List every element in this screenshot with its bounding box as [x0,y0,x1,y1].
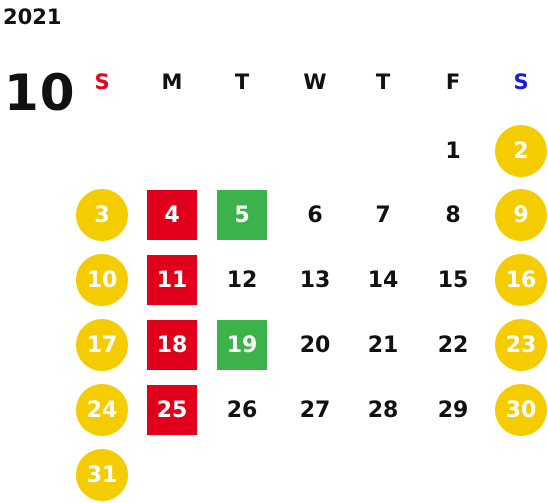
day-cell[interactable]: 28 [367,397,399,423]
day-cell[interactable]: 8 [445,202,461,228]
day-cell-highlight-red[interactable]: 11 [147,255,197,305]
weekday-header-fri: F [445,70,461,94]
day-cell-highlight-red[interactable]: 18 [147,320,197,370]
day-cell[interactable]: 21 [367,332,399,358]
weekday-header-sun: S [94,70,110,94]
day-cell[interactable]: 20 [299,332,331,358]
calendar-month: 10 [4,64,76,122]
day-cell[interactable]: 27 [299,397,331,423]
day-cell-weekend[interactable]: 9 [495,189,547,241]
calendar-year: 2021 [3,5,62,29]
day-cell-weekend[interactable]: 24 [76,384,128,436]
weekday-header-tue: T [234,70,250,94]
day-cell-weekend[interactable]: 2 [495,125,547,177]
day-cell[interactable]: 15 [437,267,469,293]
day-cell-highlight-green[interactable]: 5 [217,190,267,240]
day-cell-weekend[interactable]: 23 [495,319,547,371]
day-cell-weekend[interactable]: 30 [495,384,547,436]
day-cell-highlight-red[interactable]: 25 [147,385,197,435]
day-cell[interactable]: 14 [367,267,399,293]
day-cell[interactable]: 7 [375,202,391,228]
day-cell[interactable]: 1 [445,138,461,164]
day-cell-highlight-red[interactable]: 4 [147,190,197,240]
day-cell[interactable]: 13 [299,267,331,293]
day-cell[interactable]: 12 [226,267,258,293]
day-cell-weekend[interactable]: 17 [76,319,128,371]
weekday-header-thu: T [375,70,391,94]
weekday-header-wed: W [303,70,327,94]
day-cell-weekend[interactable]: 3 [76,189,128,241]
day-cell-weekend[interactable]: 10 [76,254,128,306]
day-cell[interactable]: 6 [307,202,323,228]
day-cell[interactable]: 26 [226,397,258,423]
day-cell-weekend[interactable]: 31 [76,449,128,501]
weekday-header-mon: M [161,70,183,94]
day-cell-weekend[interactable]: 16 [495,254,547,306]
day-cell-highlight-green[interactable]: 19 [217,320,267,370]
day-cell[interactable]: 22 [437,332,469,358]
weekday-header-sat: S [513,70,529,94]
day-cell[interactable]: 29 [437,397,469,423]
